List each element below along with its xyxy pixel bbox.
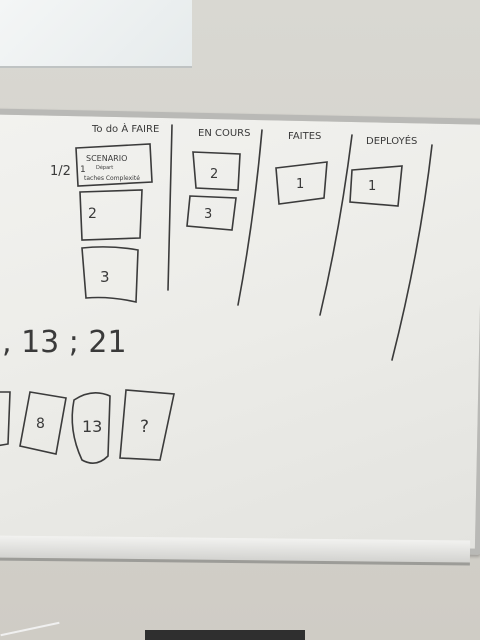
column-divider-1 — [167, 124, 173, 291]
in-progress-card-2 — [192, 151, 241, 191]
estimate-card-partial — [0, 391, 11, 447]
todo-card-3-label: 3 — [100, 268, 110, 286]
todo-card-2-label: 2 — [88, 206, 97, 222]
column-divider-4 — [391, 144, 433, 361]
column-header-in-progress: EN COURS — [198, 128, 250, 139]
column-header-done: FAITES — [288, 131, 321, 142]
estimate-card-13-label: 13 — [82, 417, 102, 436]
deployed-card-1 — [349, 165, 403, 207]
estimate-sequence: , 13 ; 21 — [2, 325, 127, 360]
deployed-card-1-label: 1 — [368, 179, 376, 194]
estimate-card-question — [119, 389, 175, 461]
row-label: 1/2 — [50, 164, 71, 179]
estimate-card-8-label: 8 — [36, 416, 45, 432]
column-divider-2 — [237, 129, 263, 306]
todo-card-scenario-line2: Départ — [96, 164, 113, 171]
in-progress-card-3-label: 3 — [204, 207, 212, 222]
column-header-todo: To do À FAIRE — [91, 122, 159, 135]
todo-card-scenario-title: SCENARIO — [86, 154, 127, 163]
done-card-1-label: 1 — [296, 177, 304, 192]
estimate-card-13 — [71, 392, 111, 464]
in-progress-card-2-label: 2 — [210, 167, 218, 182]
todo-card-scenario-number: 1 — [80, 165, 86, 175]
todo-card-scenario — [75, 143, 153, 187]
desk-edge — [145, 630, 305, 640]
todo-card-scenario-line4: taches Complexité — [84, 175, 140, 182]
estimate-card-question-label: ? — [140, 417, 149, 437]
todo-card-3 — [81, 246, 139, 303]
todo-card-2 — [79, 189, 143, 241]
column-header-deployed: DEPLOYÉS — [366, 134, 417, 147]
in-progress-card-3 — [186, 195, 237, 231]
column-divider-3 — [319, 134, 353, 316]
estimate-card-8 — [19, 391, 67, 455]
projector-screen — [0, 0, 192, 68]
done-card-1 — [275, 161, 328, 205]
